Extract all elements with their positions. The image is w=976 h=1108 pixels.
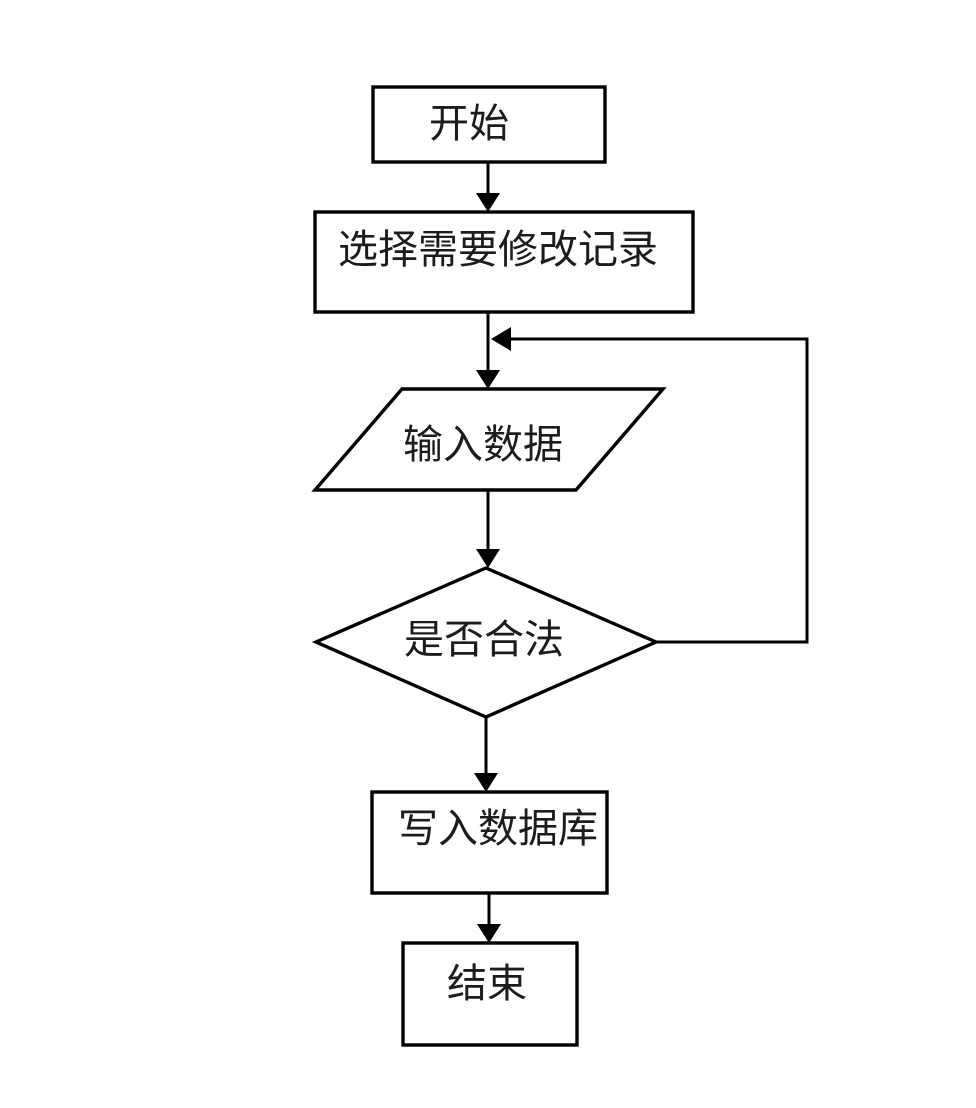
- node-input-data: 输入数据: [311, 387, 667, 492]
- node-write-db-label: 写入数据库: [398, 806, 598, 851]
- arrowhead-down-3: [476, 549, 500, 568]
- node-start: 开始: [371, 85, 607, 164]
- write-db-rect: [370, 790, 609, 895]
- arrowhead-down-2: [476, 370, 500, 389]
- validate-diamond: [311, 566, 661, 719]
- arrowhead-down-4: [474, 773, 498, 792]
- start-rect: [371, 85, 607, 164]
- arrowhead-left-loop: [491, 327, 511, 351]
- node-end: 结束: [401, 941, 579, 1047]
- node-start-label: 开始: [429, 101, 509, 146]
- node-select-record: 选择需要修改记录: [313, 210, 695, 314]
- node-validate: 是否合法: [311, 566, 661, 719]
- node-input-data-label: 输入数据: [403, 422, 563, 467]
- input-data-parallelogram: [311, 387, 667, 492]
- node-write-db: 写入数据库: [370, 790, 609, 895]
- end-rect: [401, 941, 579, 1047]
- select-record-rect: [313, 210, 695, 314]
- node-select-record-label: 选择需要修改记录: [338, 227, 658, 272]
- node-end-label: 结束: [447, 961, 527, 1006]
- arrowhead-down-5: [477, 924, 501, 943]
- connector-validate-loop-back: [511, 337, 809, 644]
- arrowhead-down-1: [476, 193, 500, 212]
- node-validate-label: 是否合法: [404, 617, 564, 662]
